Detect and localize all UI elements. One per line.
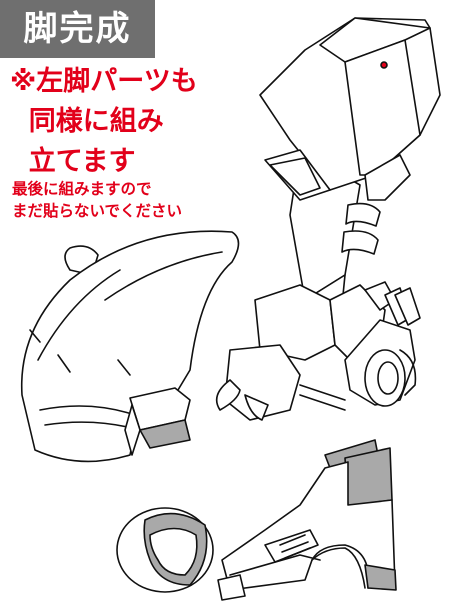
foot-part (217, 439, 397, 601)
ring-band-part (116, 507, 214, 593)
instruction-note-sub: 最後に組みますので まだ貼らないでください (12, 180, 183, 220)
leg-assembly-part (215, 17, 441, 421)
instruction-note-main: ※左脚パーツも 同様に組み 立てます (10, 66, 198, 177)
page-title-badge: 脚完成 (0, 0, 155, 58)
shoulder-armor-part (20, 230, 240, 463)
